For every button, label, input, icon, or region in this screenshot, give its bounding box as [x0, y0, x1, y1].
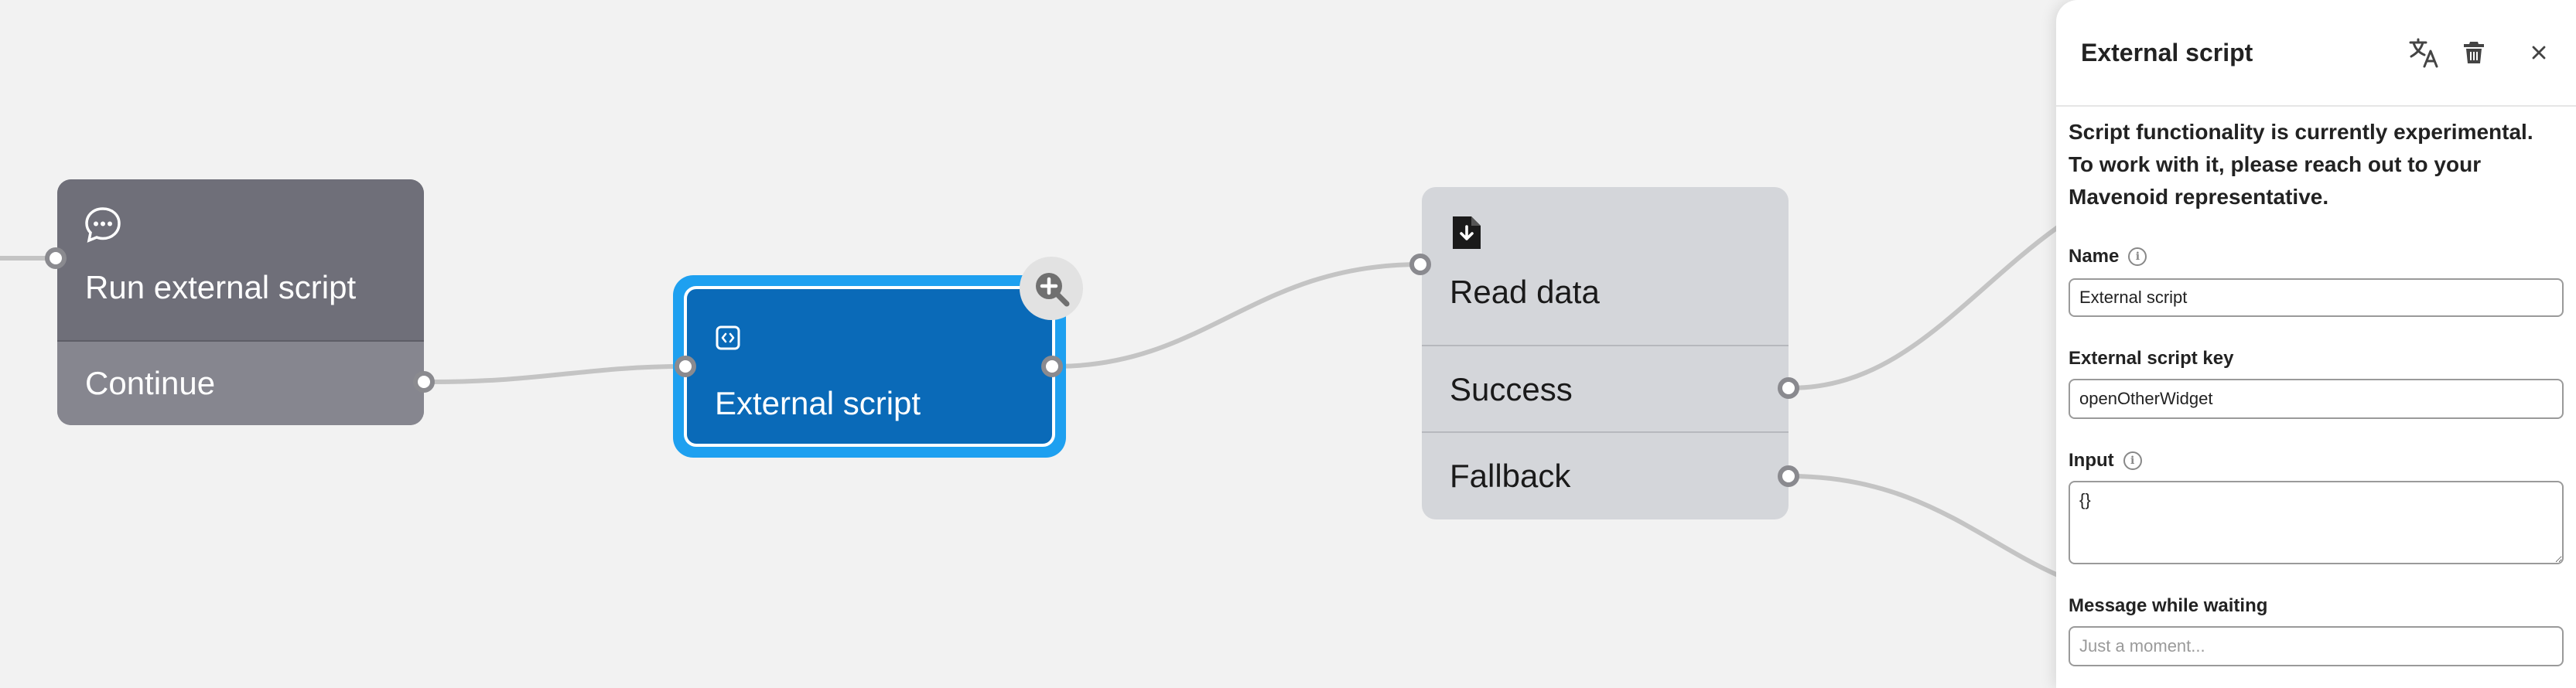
- node-body[interactable]: External script: [684, 286, 1055, 447]
- output-label: Continue: [85, 365, 216, 401]
- download-file-icon: [1453, 216, 1481, 249]
- close-icon: [2532, 46, 2546, 60]
- zoom-plus-icon: [1036, 273, 1070, 307]
- chat-bubble-icon: [85, 207, 121, 243]
- script-key-label-text: External script key: [2069, 348, 2234, 369]
- node-external-script[interactable]: External script: [673, 275, 1066, 458]
- node-run-external-script[interactable]: Run external script Continue: [57, 179, 424, 425]
- name-label-text: Name: [2069, 246, 2120, 267]
- wire-success-out: [1789, 225, 2059, 390]
- script-key-input[interactable]: [2069, 379, 2564, 419]
- info-icon[interactable]: i: [2128, 247, 2147, 266]
- trash-icon: [2464, 42, 2484, 63]
- experimental-notice: Script functionality is currently experi…: [2069, 120, 2533, 209]
- message-waiting-label-text: Message while waiting: [2069, 595, 2268, 616]
- node-read-data[interactable]: Read data Success Fallback: [1422, 187, 1789, 519]
- properties-panel: External script Script functionality is …: [2056, 0, 2576, 688]
- message-waiting-label: Message while waiting: [2069, 595, 2267, 617]
- node-output-continue[interactable]: Continue: [57, 340, 424, 425]
- node-title: External script: [715, 385, 921, 421]
- node-title: Run external script: [85, 269, 357, 305]
- panel-header: External script: [2056, 0, 2576, 107]
- input-label: Input i: [2069, 450, 2142, 472]
- node-output-success[interactable]: Success: [1422, 345, 1789, 431]
- translate-button[interactable]: [2406, 34, 2443, 71]
- name-input[interactable]: [2069, 278, 2564, 317]
- node-output-fallback[interactable]: Fallback: [1422, 431, 1789, 519]
- message-waiting-input[interactable]: [2069, 626, 2564, 666]
- node-header[interactable]: Read data: [1422, 187, 1789, 345]
- node-header[interactable]: Run external script: [57, 179, 424, 340]
- node-title: Read data: [1450, 274, 1600, 310]
- output-port-continue[interactable]: [413, 371, 435, 393]
- close-button[interactable]: [2520, 34, 2557, 71]
- info-icon[interactable]: i: [2123, 451, 2142, 470]
- name-label: Name i: [2069, 246, 2147, 267]
- delete-button[interactable]: [2455, 34, 2492, 71]
- output-port-fallback[interactable]: [1778, 465, 1799, 487]
- panel-title: External script: [2081, 39, 2253, 66]
- add-node-button[interactable]: [1020, 257, 1083, 320]
- script-key-label: External script key: [2069, 348, 2233, 370]
- output-port-success[interactable]: [1778, 377, 1799, 399]
- input-port[interactable]: [1409, 254, 1431, 275]
- translate-icon: [2409, 38, 2438, 68]
- wire-fallback-out: [1789, 474, 2059, 577]
- input-port[interactable]: [45, 247, 67, 269]
- input-label-text: Input: [2069, 450, 2114, 471]
- wire-run-to-external: [432, 364, 685, 384]
- code-icon: [716, 325, 740, 350]
- output-label: Success: [1450, 371, 1573, 407]
- input-port[interactable]: [675, 356, 696, 377]
- output-port[interactable]: [1041, 356, 1063, 377]
- output-label: Fallback: [1450, 458, 1571, 494]
- wire-external-to-read: [1054, 262, 1421, 369]
- input-textarea[interactable]: {}: [2069, 481, 2564, 564]
